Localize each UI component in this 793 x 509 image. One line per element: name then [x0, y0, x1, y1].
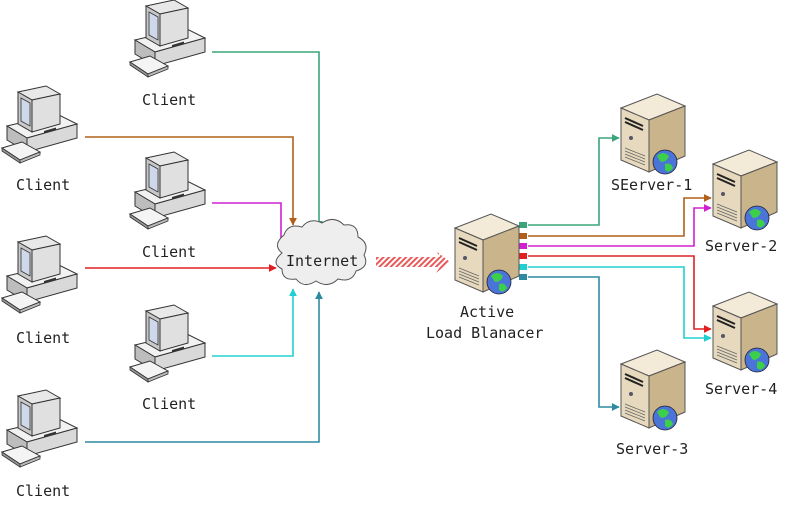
server-node[interactable]: SEerver-1	[611, 93, 692, 194]
server-node[interactable]: Server-3	[616, 349, 688, 458]
client-label: Client	[142, 395, 196, 413]
server-icon	[620, 93, 686, 175]
client-node[interactable]: Client	[1, 235, 78, 347]
balancer-label-line1: Active	[460, 303, 514, 321]
server-icon	[712, 149, 778, 231]
link-balancer-server4a	[528, 255, 712, 333]
server-label: SEerver-1	[611, 176, 692, 194]
client-node[interactable]: Client	[1, 85, 78, 194]
server-node[interactable]: Server-2	[705, 149, 778, 255]
traffic-arrow-icon	[376, 251, 450, 273]
computer-icon	[129, 304, 206, 383]
server-icon	[454, 213, 520, 295]
computer-icon	[129, 151, 206, 230]
client-node[interactable]: Client	[1, 389, 78, 500]
internet-node[interactable]: Internet	[275, 219, 367, 285]
server-label: Server-4	[705, 380, 777, 398]
client-connections	[85, 51, 323, 443]
port-green	[519, 222, 527, 228]
cloud-icon	[275, 219, 367, 285]
link-balancer-server3	[528, 276, 620, 411]
client-node[interactable]: Client	[129, 304, 206, 413]
link-client2-internet	[85, 136, 297, 226]
link-client3-internet	[212, 202, 285, 250]
client-label: Client	[16, 176, 70, 194]
link-client6-internet	[85, 291, 323, 443]
server-connections	[528, 134, 712, 411]
link-client5-internet	[212, 288, 297, 357]
computer-icon	[129, 0, 206, 78]
computer-icon	[1, 85, 78, 164]
server-label: Server-3	[616, 440, 688, 458]
computer-icon	[1, 235, 78, 314]
link-client1-internet	[212, 51, 323, 229]
server-node[interactable]: Server-4	[705, 291, 778, 398]
port-magenta	[519, 243, 527, 249]
client-label: Client	[142, 91, 196, 109]
internet-label: Internet	[286, 252, 358, 270]
client-node[interactable]: Client	[129, 151, 206, 261]
server-icon	[712, 291, 778, 373]
port-cyan	[519, 264, 527, 270]
port-brown	[519, 233, 527, 239]
server-icon	[620, 349, 686, 431]
link-balancer-server2b	[528, 204, 712, 247]
client-label: Client	[16, 482, 70, 500]
link-balancer-server1	[528, 134, 620, 226]
link-balancer-server4b	[528, 266, 712, 342]
port-red	[519, 253, 527, 259]
link-balancer-server2a	[528, 194, 712, 237]
balancer-ports	[519, 222, 527, 280]
computer-icon	[1, 389, 78, 468]
client-label: Client	[16, 329, 70, 347]
balancer-label-line2: Load Blanacer	[426, 324, 543, 342]
port-teal	[519, 274, 527, 280]
server-label: Server-2	[705, 237, 777, 255]
client-label: Client	[142, 243, 196, 261]
client-node[interactable]: Client	[129, 0, 206, 109]
load-balancer-node[interactable]	[454, 213, 520, 295]
